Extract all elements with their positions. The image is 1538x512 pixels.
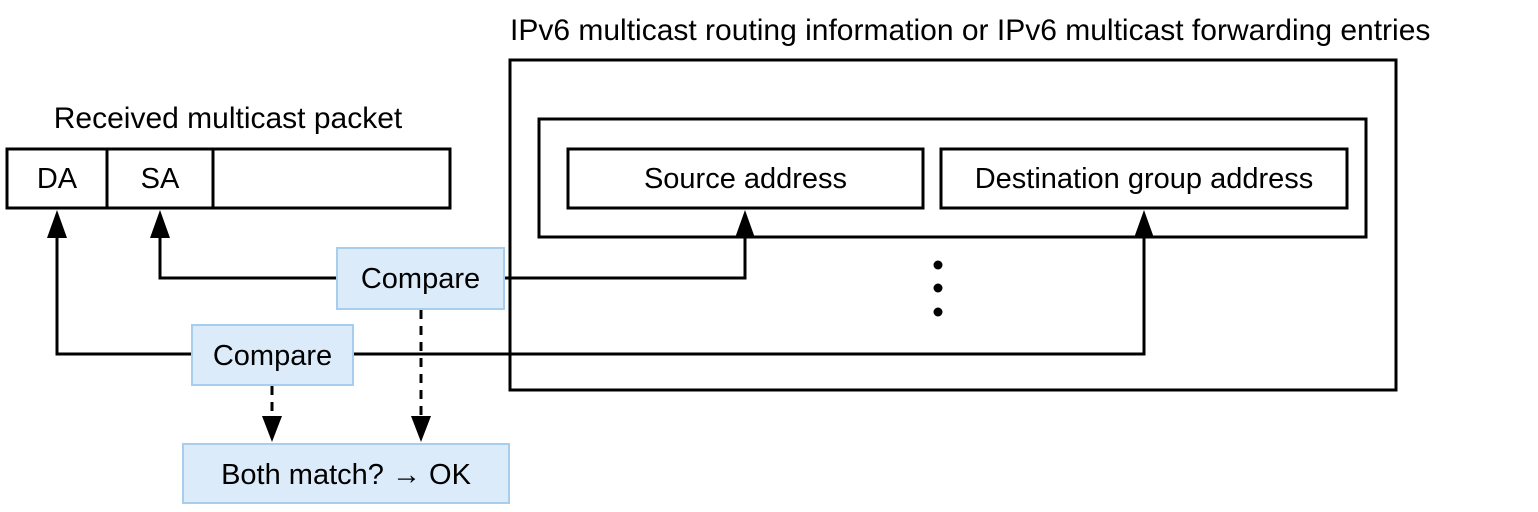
da-to-group-compare-line — [55, 236, 1146, 356]
source-address-field — [566, 147, 925, 210]
group-address-label: Destination group address — [975, 163, 1314, 195]
group-compare-result-arrow-head — [262, 416, 282, 442]
group-compare-label: Compare — [213, 340, 332, 372]
result-label: Both match? → OK — [221, 459, 471, 491]
packet-sa-label: SA — [141, 163, 180, 195]
more-entries-ellipsis — [933, 260, 943, 317]
packet-da-cell — [5, 147, 109, 210]
source-address-label: Source address — [644, 163, 847, 195]
packet-da-label: DA — [37, 163, 78, 195]
group-compare-box — [191, 324, 354, 386]
packet-title: Received multicast packet — [54, 102, 403, 135]
result-box — [182, 443, 510, 504]
source-field-arrow-head — [735, 210, 755, 238]
source-compare-label: Compare — [361, 263, 480, 295]
source-compare-result-arrow-head — [411, 416, 431, 442]
source-compare-box — [336, 247, 505, 310]
sa-arrow-head — [150, 210, 170, 238]
table-title: IPv6 multicast routing information or IP… — [510, 14, 1430, 47]
da-arrow-head — [47, 210, 67, 238]
group-field-arrow-head — [1134, 210, 1154, 238]
group-address-field — [939, 147, 1349, 210]
packet-payload-cell — [211, 147, 452, 210]
